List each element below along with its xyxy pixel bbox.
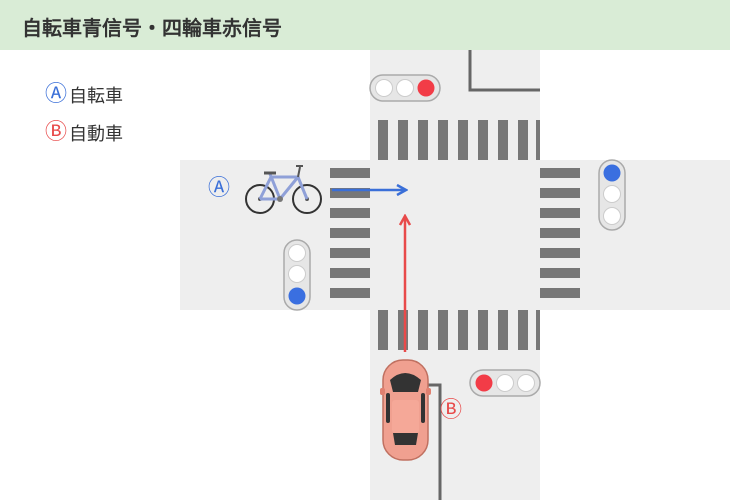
car-icon: [380, 359, 431, 461]
crosswalk-left: [330, 168, 370, 298]
road-horizontal: [180, 160, 730, 310]
signal-top-red-light: [417, 79, 435, 97]
legend-label-bicycle: 自転車: [69, 86, 124, 107]
legend-label-car: 自動車: [69, 124, 124, 145]
signal-bottom-red-light: [475, 374, 493, 392]
traffic-signal-top: [369, 74, 441, 102]
legend-item-car: Ⓑ 自動車: [45, 120, 123, 146]
bicycle-icon: [245, 165, 322, 214]
traffic-signal-right: [598, 159, 626, 231]
legend-item-bicycle: Ⓐ 自転車: [45, 82, 123, 108]
legend-mark-b: Ⓑ: [45, 120, 68, 145]
car-marker: Ⓑ: [440, 398, 463, 423]
traffic-signal-bottom: [469, 369, 541, 397]
page-title: 自転車青信号・四輪車赤信号: [22, 16, 282, 40]
crosswalk-bottom: [378, 310, 540, 350]
curb-top-right: [468, 50, 540, 92]
title-bar: 自転車青信号・四輪車赤信号: [0, 0, 730, 50]
traffic-signal-left: [283, 239, 311, 311]
legend-mark-a: Ⓐ: [45, 82, 68, 107]
crosswalk-right: [540, 168, 580, 298]
signal-right-blue-light: [603, 164, 621, 182]
signal-left-blue-light: [288, 287, 306, 305]
bicycle-marker: Ⓐ: [208, 176, 231, 201]
crosswalk-top: [378, 120, 540, 160]
